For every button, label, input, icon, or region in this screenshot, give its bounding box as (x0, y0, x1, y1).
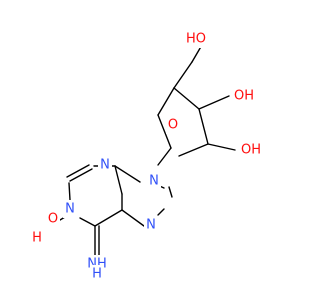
atom-label: N (100, 158, 110, 173)
atom-labels: HO OH OH O N N N N (30, 30, 264, 283)
atom-label: O (168, 118, 178, 133)
structure-diagram: HO OH OH O N N N N (30, 30, 264, 283)
bond (94, 209, 123, 227)
atom-n3: N (98, 156, 112, 174)
bond (173, 87, 200, 110)
bond (157, 147, 172, 166)
atom-label: N (65, 202, 75, 217)
bond (168, 186, 173, 198)
bond (198, 108, 209, 145)
bond (68, 182, 71, 201)
bond (207, 143, 236, 151)
bond (173, 61, 193, 89)
atom-ch2oh-oxygen: HO (183, 30, 209, 48)
atom-ring-oxygen: O (166, 116, 180, 134)
bond (79, 217, 96, 227)
atom-label: OH (234, 89, 254, 104)
atom-imine-hydrogen: H (90, 265, 104, 283)
bond (114, 165, 141, 183)
bond (114, 165, 123, 195)
atom-label: N (146, 218, 156, 233)
bond (121, 209, 145, 227)
atom-label: H (92, 267, 102, 282)
bond (69, 168, 93, 182)
atom-label: OH (241, 143, 261, 158)
atom-c2-hydroxyl: OH (238, 141, 264, 159)
atom-n9: N (147, 172, 161, 190)
atom-n-oxide-oxygen: O (46, 210, 60, 228)
bond (157, 114, 172, 149)
atom-label: O (48, 212, 58, 227)
atom-label: HO (186, 32, 206, 47)
atom-n1: N (63, 200, 77, 218)
atom-c3-hydroxyl: OH (231, 87, 257, 105)
atom-n7: N (144, 216, 158, 234)
atom-label: H (32, 231, 42, 246)
atom-hydroxyl-hydrogen: H (30, 229, 44, 247)
bond (198, 95, 230, 110)
bond (66, 164, 90, 178)
bond (178, 143, 209, 157)
bond (157, 208, 165, 216)
bond (157, 87, 175, 116)
atom-label: N (149, 174, 159, 189)
